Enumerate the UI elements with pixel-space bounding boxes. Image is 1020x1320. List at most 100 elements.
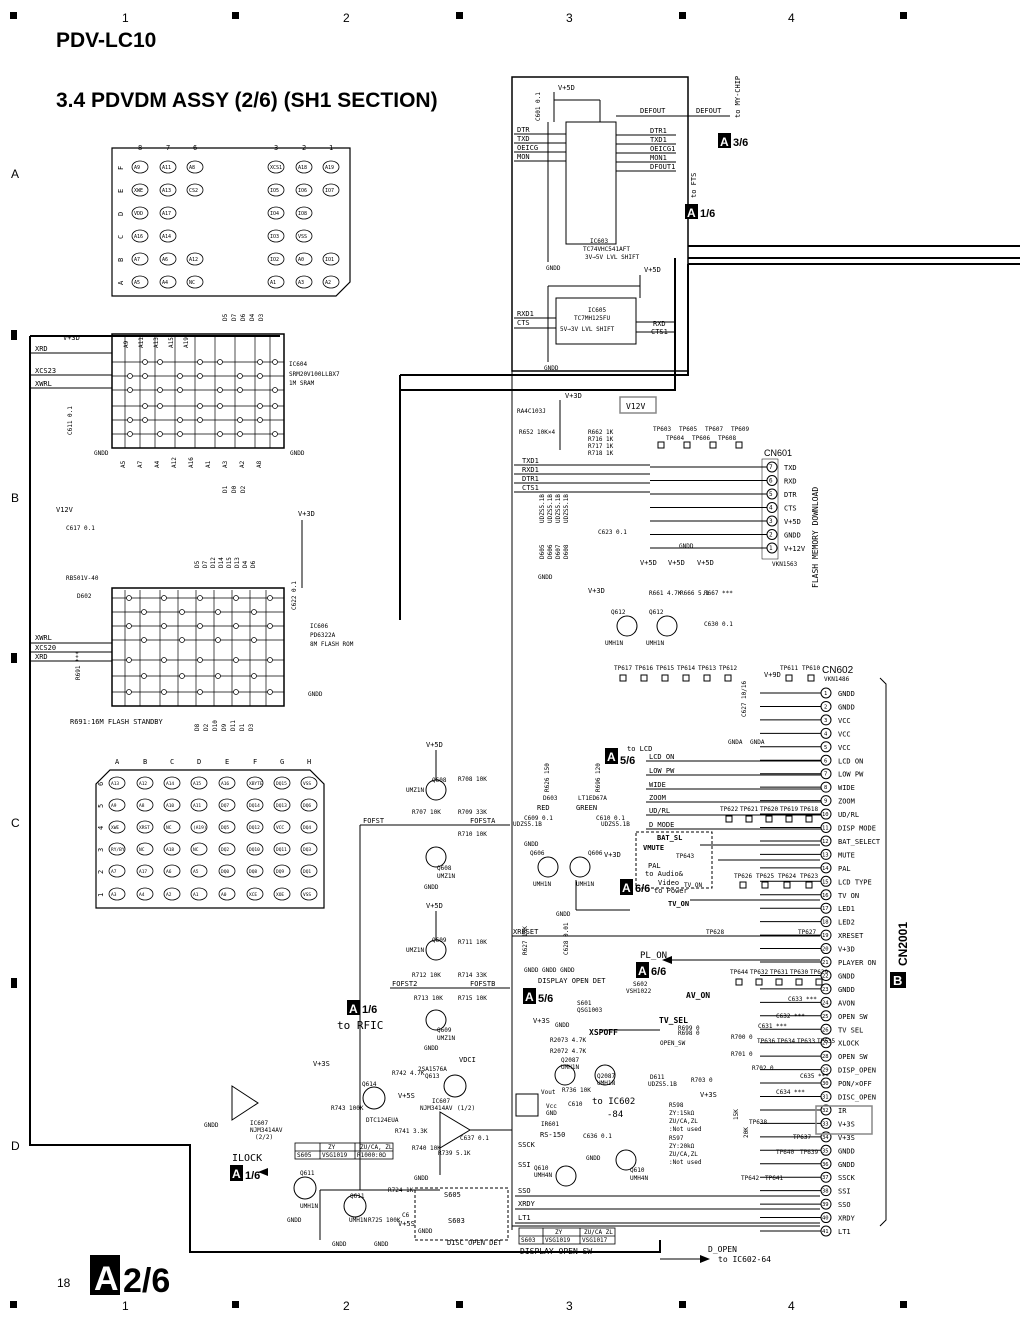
mute-q613part: 2SA1576A bbox=[418, 1066, 447, 1073]
bga-bot-ball bbox=[300, 864, 318, 878]
led-part: LT1ED67A bbox=[578, 795, 607, 802]
bga-top-ball bbox=[186, 275, 204, 289]
led-gnd: GNDD bbox=[556, 911, 571, 918]
bga-bot-ball bbox=[136, 887, 154, 901]
fofst-type-a: UMZ1N bbox=[406, 787, 424, 794]
mute-vdci: VDCI bbox=[459, 1056, 476, 1064]
ic604-pin-bottom: A5 bbox=[120, 460, 127, 468]
ssi-q610a: Q610 bbox=[534, 1165, 549, 1172]
bga-bot-ball bbox=[273, 887, 291, 901]
bga-bot-ball bbox=[218, 798, 236, 812]
mute-r742: R742 4.7K bbox=[392, 1070, 425, 1077]
bga-bot-ball-label: A10 bbox=[166, 803, 174, 809]
ic606-gnd: GNDD bbox=[308, 691, 323, 698]
ic604-node bbox=[237, 373, 243, 379]
lcd-signal-label: LCD_ON bbox=[649, 753, 674, 761]
ic604-data-bottom: D0 bbox=[231, 485, 238, 493]
fofst2-q609a: Q609 bbox=[432, 937, 447, 944]
cn601-signal-label: DTR1 bbox=[522, 475, 539, 483]
disp-open-c633: C633 *** bbox=[788, 996, 817, 1003]
bga-bot-col-label: F bbox=[253, 758, 257, 766]
cn602-pin-number: 37 bbox=[822, 1175, 829, 1181]
grid-col-2-top: 2 bbox=[343, 11, 350, 25]
to-audio-ref-a: A bbox=[622, 881, 631, 895]
lcd-tp-box bbox=[745, 815, 753, 823]
cn602-tp-label: TP616 bbox=[635, 665, 653, 672]
ic606-node bbox=[126, 595, 132, 601]
cn602-tp-label: TP614 bbox=[677, 665, 695, 672]
ic604-node bbox=[177, 417, 183, 423]
bga-bot-ball-label: A16 bbox=[221, 781, 229, 787]
cn602-tp-label: TP615 bbox=[656, 665, 674, 672]
bga-bot-ball bbox=[163, 798, 181, 812]
bga-top-ball bbox=[322, 160, 340, 174]
ic604-node bbox=[177, 373, 183, 379]
fofst2-r711: R711 10K bbox=[458, 939, 487, 946]
cn601-diode: D608 bbox=[563, 544, 570, 559]
to-lcd-pal: PAL bbox=[648, 862, 661, 870]
bga-top-ball-label: IO6 bbox=[298, 188, 307, 194]
ic606-node bbox=[233, 595, 239, 601]
bga-bot-ball bbox=[218, 842, 236, 856]
s603-row-3: VSG1017 bbox=[582, 1237, 608, 1244]
zy-zu: ZU/CA,ZL bbox=[669, 1118, 698, 1125]
lcd-tp-label: TP620 bbox=[760, 806, 778, 813]
cn602-tp-label: TP613 bbox=[698, 665, 716, 672]
disp-open-r699: R699 0 bbox=[678, 1025, 700, 1032]
ic606-node bbox=[126, 623, 132, 629]
disp-open-c635: C635 *** bbox=[800, 1073, 829, 1080]
ic606-switch-grid bbox=[112, 590, 284, 706]
cn602-supply: V+9D bbox=[764, 671, 781, 679]
ic606-data-top: D4 bbox=[242, 560, 249, 568]
ic604-node bbox=[272, 403, 278, 409]
s603-hdr-1: ZY bbox=[555, 1229, 563, 1236]
cn602-pin-label: LT1 bbox=[838, 1228, 851, 1236]
disp-tp2-label: TP634 bbox=[777, 1038, 795, 1045]
mute-ic607b: IC607 bbox=[250, 1120, 268, 1127]
ic606-node bbox=[197, 623, 203, 629]
bga-top-ball-label: A18 bbox=[298, 165, 307, 171]
ir-udz: UDZS5.1B bbox=[648, 1081, 677, 1088]
ic606-data-bottom: D11 bbox=[230, 720, 237, 731]
ic604-pin-top: A19 bbox=[183, 337, 190, 348]
cn602-tp-label: TP611 bbox=[780, 665, 798, 672]
cn602-c627: C627 10/16 bbox=[741, 680, 748, 717]
disp-tp2-label: TP635 bbox=[817, 1038, 835, 1045]
ic604-data-top: D3 bbox=[258, 313, 265, 321]
v12v-box-label: V12V bbox=[626, 402, 645, 411]
disp-open-r698: R698 0 bbox=[678, 1030, 700, 1037]
disp-open-r700: R700 0 bbox=[731, 1034, 753, 1041]
bga-bot-col-label: B bbox=[143, 758, 147, 766]
ic606-data-top: D6 bbox=[250, 560, 257, 568]
bga-top-ball bbox=[159, 183, 177, 197]
bga-bot-ball bbox=[218, 776, 236, 790]
to-lcd-bat-sl: BAT_SL bbox=[657, 834, 682, 842]
s603-table: ZY ZU/CA ZL S603 VSG1019 VSG1017 bbox=[518, 1227, 616, 1245]
ic606-node bbox=[126, 689, 132, 695]
mute-ic607part: NJM3414AV bbox=[420, 1105, 453, 1112]
bga-top-col-label: 7 bbox=[166, 144, 170, 152]
q612-supply-a: V+5D bbox=[640, 559, 657, 567]
cn602-tp-box bbox=[682, 674, 690, 682]
cn602-pin-label: XLOCK bbox=[838, 1040, 860, 1048]
bga-bot-ball bbox=[190, 887, 208, 901]
ilock-ref: 1/6 bbox=[245, 1170, 260, 1182]
cn602-pin-number: 12 bbox=[822, 839, 829, 845]
ic604-data-bottom: D2 bbox=[240, 485, 247, 493]
mute-q614part: DTC124EUA bbox=[366, 1117, 399, 1124]
bga-bot-col-label: C bbox=[170, 758, 174, 766]
ic606-node bbox=[141, 673, 147, 679]
bga-bot-ball bbox=[300, 887, 318, 901]
bga-top-ball bbox=[159, 275, 177, 289]
ic606-desc: 8M FLASH ROM bbox=[310, 641, 354, 648]
bga-top-ball-label: A2 bbox=[325, 280, 331, 286]
bga-bot-col-label: H bbox=[307, 758, 311, 766]
ic603-gnd: GNDD bbox=[546, 265, 561, 272]
bga-bot-col-label: E bbox=[225, 758, 229, 766]
bga-bot-ball bbox=[108, 887, 126, 901]
bga-top-ball-label: VDD bbox=[134, 211, 143, 217]
bga-top-ball bbox=[295, 160, 313, 174]
bga-top-ball-label: A0 bbox=[298, 257, 304, 263]
